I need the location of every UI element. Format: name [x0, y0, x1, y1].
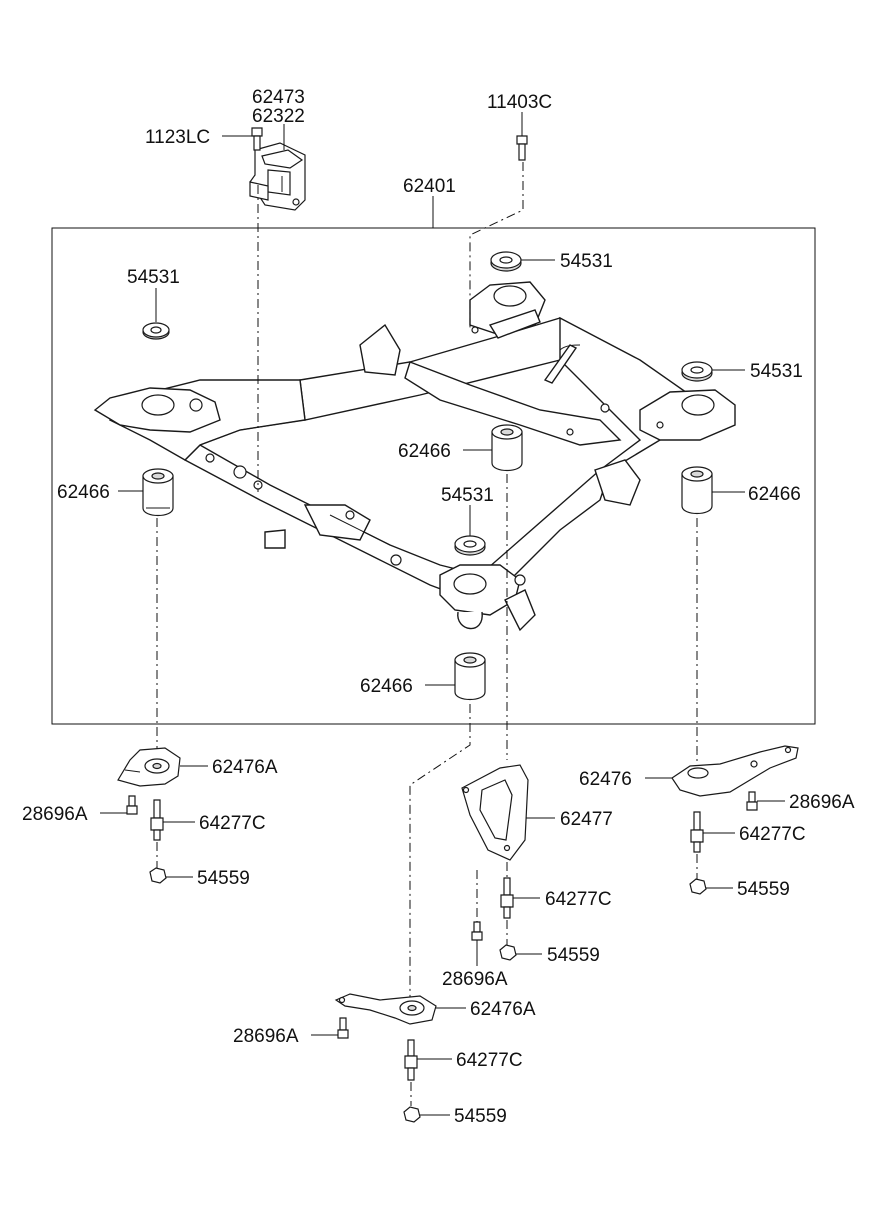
label-54559-left: 54559 [197, 868, 250, 889]
nut-54559-left [149, 867, 167, 884]
crossmember-frame [93, 281, 736, 632]
label-62473: 62473 [252, 87, 305, 108]
bolt-28696A-right [746, 791, 758, 811]
bracket-62476A-left [117, 747, 181, 787]
bracket-62477 [461, 764, 529, 861]
label-1123LC: 1123LC [145, 127, 210, 148]
washer-54531-right [681, 361, 713, 382]
nut-54559-center [499, 944, 517, 961]
stud-64277C-center [500, 877, 514, 919]
bolt-28696A-bottom [337, 1017, 349, 1039]
label-62476A-bottom: 62476A [470, 999, 536, 1020]
bushing-62466-front [454, 652, 486, 701]
label-64277C-bottom: 64277C [456, 1050, 523, 1071]
label-54531-top: 54531 [560, 251, 613, 272]
bolt-28696A-center [471, 921, 483, 941]
label-62477: 62477 [560, 809, 613, 830]
label-11403C: 11403C [487, 92, 552, 113]
centerline-front [409, 704, 471, 1000]
label-62466-front: 62466 [360, 676, 413, 697]
stud-64277C-bottom [404, 1039, 418, 1081]
mount-bracket-62322 [249, 142, 306, 211]
label-62466-left: 62466 [57, 482, 110, 503]
washer-54531-center [454, 535, 486, 556]
bolt-28696A-left [126, 795, 138, 815]
bushing-62466-right [681, 466, 713, 515]
label-62401: 62401 [403, 176, 456, 197]
label-62476-right: 62476 [579, 769, 632, 790]
label-62476A-left: 62476A [212, 757, 278, 778]
label-64277C-center: 64277C [545, 889, 612, 910]
bolt-11403C [516, 135, 528, 161]
label-28696A-center: 28696A [442, 969, 508, 990]
label-62322: 62322 [252, 106, 305, 127]
centerline-11403C [469, 162, 524, 330]
label-28696A-bottom: 28696A [233, 1026, 299, 1047]
label-28696A-right: 28696A [789, 792, 855, 813]
label-54531-right: 54531 [750, 361, 803, 382]
bushing-62466-center [491, 424, 523, 472]
bracket-62476A-bottom [334, 993, 437, 1025]
label-64277C-left: 64277C [199, 813, 266, 834]
label-62466-center: 62466 [398, 441, 451, 462]
washer-54531-top [490, 251, 522, 272]
label-54531-left: 54531 [127, 267, 180, 288]
label-54559-right: 54559 [737, 879, 790, 900]
bushing-62466-left [142, 468, 174, 517]
label-28696A-left: 28696A [22, 804, 88, 825]
label-54559-center: 54559 [547, 945, 600, 966]
label-64277C-right: 64277C [739, 824, 806, 845]
nut-54559-bottom [403, 1106, 421, 1123]
washer-54531-left [142, 322, 170, 340]
bolt-1123LC [251, 127, 263, 151]
label-54559-bottom: 54559 [454, 1106, 507, 1127]
bracket-62476-right [671, 745, 799, 797]
stud-64277C-left [150, 799, 164, 841]
stud-64277C-right [690, 811, 704, 853]
label-62466-right: 62466 [748, 484, 801, 505]
nut-54559-right [689, 878, 707, 895]
label-54531-center: 54531 [441, 485, 494, 506]
